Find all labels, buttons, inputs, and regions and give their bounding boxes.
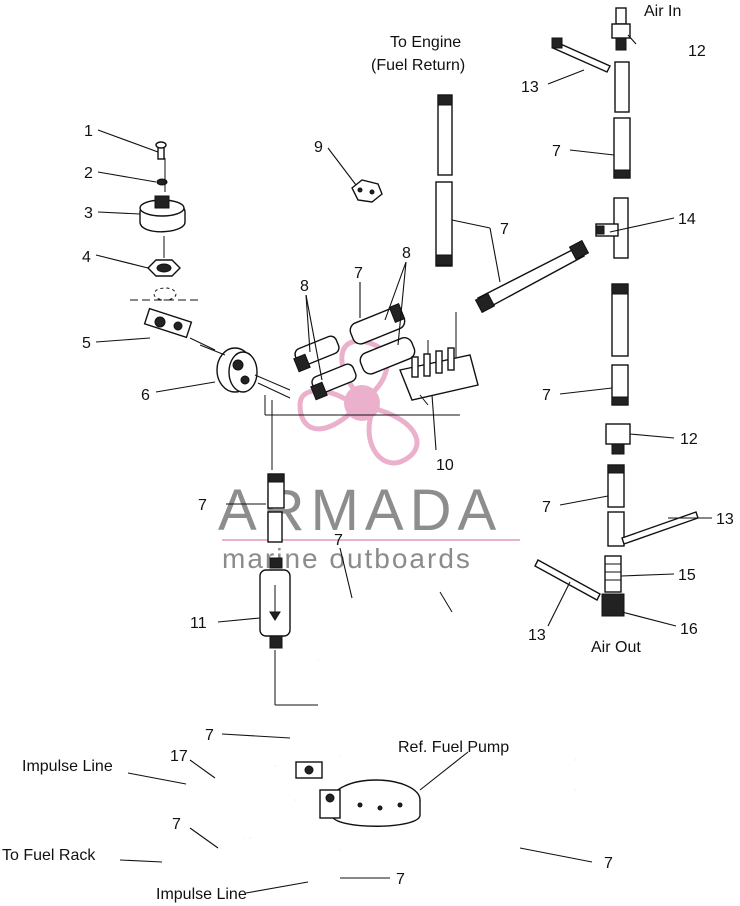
right-tube-2 xyxy=(613,117,631,179)
callout-7-bot: 7 xyxy=(396,871,405,888)
label-fuel-return: (Fuel Return) xyxy=(371,57,465,74)
callout-8a: 8 xyxy=(300,278,309,295)
right-tube-6 xyxy=(607,511,625,547)
tee-fitting-14 xyxy=(595,197,629,259)
left-tube-upper xyxy=(267,473,285,509)
cable-tie-13-right xyxy=(621,511,699,545)
hose-connector-8b xyxy=(349,303,416,375)
callout-12-mid: 12 xyxy=(680,431,698,448)
callout-13-right: 13 xyxy=(716,511,734,528)
engine-return-tube-lower xyxy=(435,181,453,267)
callout-17: 17 xyxy=(170,748,188,765)
nut-part xyxy=(147,259,181,277)
right-tube-1 xyxy=(614,61,630,113)
callout-2: 2 xyxy=(84,165,93,182)
callout-9: 9 xyxy=(314,139,323,156)
gasket-part xyxy=(130,287,200,301)
air-out-fitting-16 xyxy=(601,593,625,617)
watermark-brand: ARMADA xyxy=(218,478,502,543)
label-to-fuel-rack: To Fuel Rack xyxy=(2,847,96,864)
callout-13-top: 13 xyxy=(521,79,539,96)
callout-7-left: 7 xyxy=(334,532,343,549)
tee-connector xyxy=(295,761,323,779)
callout-11: 11 xyxy=(190,615,207,632)
air-in-valve-12 xyxy=(611,7,631,51)
loop-hose xyxy=(197,702,371,784)
callout-3: 3 xyxy=(84,205,93,222)
fuel-rack-hose xyxy=(161,835,248,865)
callout-8b: 8 xyxy=(402,245,411,262)
callout-7-r3: 7 xyxy=(542,499,551,516)
armada-watermark: ARMADA marine outboards xyxy=(218,338,520,574)
callout-4: 4 xyxy=(82,249,91,266)
callout-5: 5 xyxy=(82,335,91,352)
label-impulse-line-bottom: Impulse Line xyxy=(156,886,247,903)
callout-13-bottom: 13 xyxy=(528,627,546,644)
impulse-hose-17 xyxy=(185,761,277,789)
right-tube-4 xyxy=(611,364,629,406)
callout-7-bl: 7 xyxy=(172,816,181,833)
callout-15: 15 xyxy=(678,567,696,584)
fitting-part xyxy=(143,307,216,351)
cap-part xyxy=(139,195,186,233)
callout-7-left-top: 7 xyxy=(198,497,207,514)
callout-7-loop: 7 xyxy=(205,727,214,744)
callout-14: 14 xyxy=(678,211,696,228)
lower-loop-hose xyxy=(246,764,306,842)
label-to-engine: To Engine xyxy=(390,34,461,51)
right-outlet-hose xyxy=(439,788,580,848)
fuel-pump xyxy=(319,779,421,827)
right-tube-5 xyxy=(607,464,625,508)
watermark-tagline: marine outboards xyxy=(222,543,472,574)
engine-return-tube-upper xyxy=(437,94,453,176)
callout-7-center: 7 xyxy=(354,265,363,282)
cable-tie-13-top xyxy=(551,37,611,73)
callout-7-r1: 7 xyxy=(552,143,561,160)
diagonal-hose xyxy=(474,239,590,314)
clip-part-9 xyxy=(351,179,383,203)
screw-part xyxy=(155,141,167,160)
fitting-15 xyxy=(604,555,622,593)
callout-16: 16 xyxy=(680,621,698,638)
callout-7-r2: 7 xyxy=(542,387,551,404)
manifold-block-10 xyxy=(399,347,479,406)
impulse-hose-bottom xyxy=(306,846,344,886)
label-impulse-line-top: Impulse Line xyxy=(22,758,113,775)
callout-12-top: 12 xyxy=(688,43,706,60)
fuel-filter-11 xyxy=(259,557,291,649)
hose-connector-8a xyxy=(293,335,357,401)
callout-7-br: 7 xyxy=(604,855,613,872)
cable-tie-13-bottom xyxy=(534,559,601,601)
callout-1: 1 xyxy=(84,123,93,140)
callout-7-engine: 7 xyxy=(500,221,509,238)
left-tube-lower xyxy=(267,511,283,543)
leader-lines xyxy=(95,34,712,894)
label-ref-fuel-pump: Ref. Fuel Pump xyxy=(398,739,509,756)
callout-6: 6 xyxy=(141,387,150,404)
label-air-in: Air In xyxy=(644,3,681,20)
long-return-hose xyxy=(314,588,579,763)
right-tube-3 xyxy=(611,283,629,357)
propeller-logo-icon xyxy=(297,338,420,466)
check-valve-12-mid xyxy=(605,423,631,455)
callout-10: 10 xyxy=(436,457,454,474)
label-air-out: Air Out xyxy=(591,639,641,656)
manifold-part xyxy=(199,344,291,399)
